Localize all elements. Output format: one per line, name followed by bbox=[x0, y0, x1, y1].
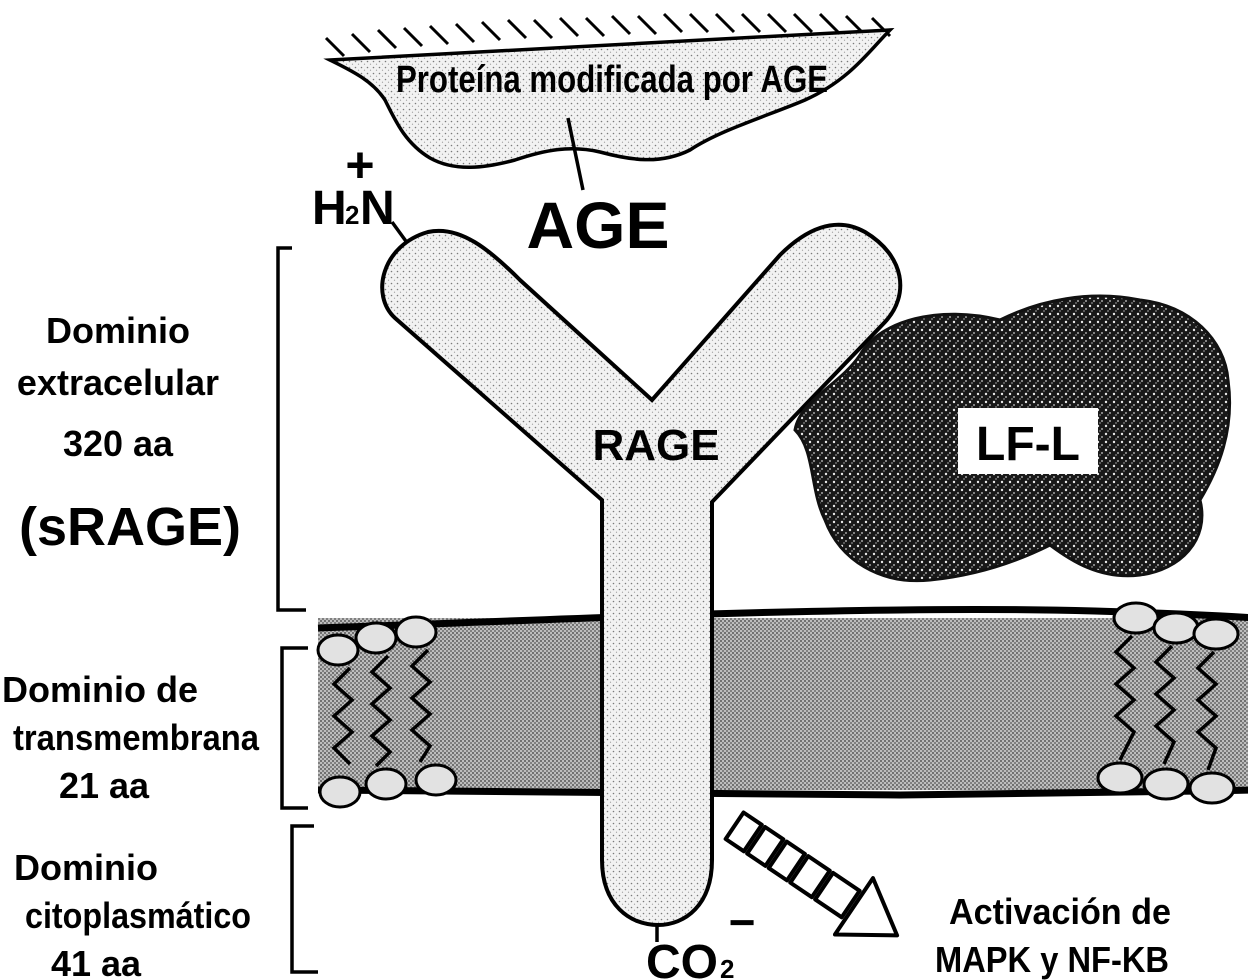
activation-line1: Activación de bbox=[949, 891, 1171, 932]
extracellular-line3: 320 aa bbox=[63, 423, 174, 464]
lipid-head bbox=[366, 769, 406, 799]
activation-label: Activación de MAPK y NF-KB bbox=[935, 891, 1171, 980]
n-terminus-base: H bbox=[312, 182, 347, 235]
activation-line2: MAPK y NF-KB bbox=[935, 939, 1169, 980]
lipid-head bbox=[1154, 613, 1198, 643]
extracellular-line2: extracelular bbox=[17, 362, 219, 403]
lipid-head bbox=[356, 623, 396, 653]
extracellular-line1: Dominio bbox=[46, 310, 190, 351]
c-terminus-charge: − bbox=[729, 896, 756, 948]
transmembrane-line3: 21 aa bbox=[59, 765, 150, 806]
n-terminus: + H 2 N bbox=[312, 137, 408, 244]
cytoplasmic-line1: Dominio bbox=[14, 847, 158, 888]
extracellular-line4: (sRAGE) bbox=[19, 497, 241, 557]
transmembrane-domain-label: Dominio de transmembrana 21 aa bbox=[2, 669, 260, 806]
lipid-head bbox=[416, 765, 456, 795]
transmembrane-line2: transmembrana bbox=[13, 717, 260, 758]
lipid-head bbox=[318, 635, 358, 665]
extracellular-domain-label: Dominio extracelular 320 aa (sRAGE) bbox=[17, 310, 241, 557]
cytoplasmic-line2: citoplasmático bbox=[25, 895, 251, 936]
lfl-label: LF-L bbox=[976, 418, 1080, 471]
lipid-head bbox=[1114, 603, 1158, 633]
lipid-head bbox=[1190, 773, 1234, 803]
lipid-head bbox=[1194, 619, 1238, 649]
lipid-head bbox=[1144, 769, 1188, 799]
cytoplasmic-line3: 41 aa bbox=[51, 943, 142, 980]
c-terminus-sub: 2 bbox=[720, 954, 734, 980]
cytoplasmic-domain-label: Dominio citoplasmático 41 aa bbox=[14, 847, 251, 980]
rage-label: RAGE bbox=[592, 421, 719, 470]
lipid-head bbox=[1098, 763, 1142, 793]
extracellular-bracket bbox=[278, 248, 306, 610]
lipid-head bbox=[396, 617, 436, 647]
rage-receptor bbox=[382, 225, 900, 925]
c-terminus-base: CO bbox=[646, 936, 718, 980]
age-label: AGE bbox=[526, 188, 669, 262]
lipid-head bbox=[320, 777, 360, 807]
ligand-protein: Proteína modificada por AGE bbox=[326, 14, 890, 190]
cytoplasmic-bracket bbox=[292, 826, 318, 972]
transmembrane-line1: Dominio de bbox=[2, 669, 198, 710]
transmembrane-bracket bbox=[282, 648, 308, 808]
n-terminus-sub: 2 bbox=[345, 200, 359, 230]
n-terminus-tail: N bbox=[360, 182, 395, 235]
ligand-label: Proteína modificada por AGE bbox=[396, 59, 828, 101]
